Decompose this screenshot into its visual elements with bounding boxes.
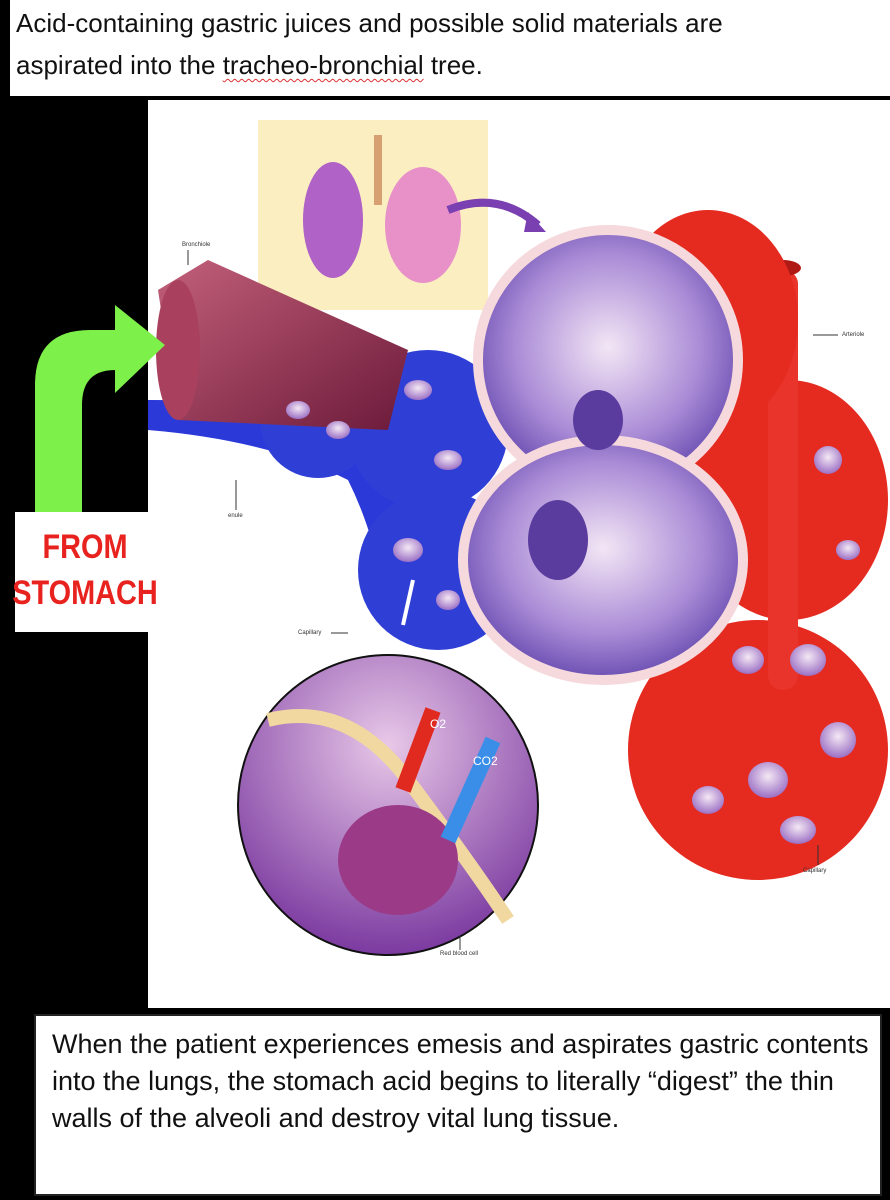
capillary-holes [286,380,860,844]
from-stomach-text: FROM STOMACH [0,524,170,616]
header-text: aspirated into the [16,50,223,80]
footer-text: When the patient experiences emesis and … [52,1029,869,1133]
alveoli-drawing: O2 CO2 [148,120,888,956]
callout-line-2: STOMACH [12,574,158,612]
capillary-network-red [628,620,888,880]
arrowhead-icon [524,212,546,232]
header-caption: Acid-containing gastric juices and possi… [10,0,890,96]
footer-caption: When the patient experiences emesis and … [34,1014,882,1196]
capillary-label-left: Capillary [298,630,322,636]
header-text: tree. [423,50,483,80]
bronchiole-opening [156,280,200,420]
trachea-icon [374,135,382,205]
alveolar-pore [573,390,623,450]
capillary-label-right: Capillary [803,868,827,874]
alveolar-pore [528,500,588,580]
bronchiole-tube [158,260,408,430]
red-blood-cell-label: Red blood cell [440,951,479,957]
bronchiole-label: Bronchiole [182,242,211,248]
right-lung-icon [385,167,461,283]
from-stomach-callout: FROM STOMACH [12,512,158,632]
co2-label: CO2 [473,754,498,768]
magnified-view [237,654,539,956]
spellcheck-word: tracheo-bronchial [222,50,424,80]
alveoli-illustration: O2 CO2 Bronchiole Arteriole enule Capill… [148,100,890,1008]
o2-arrow [395,707,441,793]
green-arrow-icon [35,305,165,513]
red-blood-cell [338,805,458,915]
alveolus-lower [458,435,748,685]
venule-label: enule [228,513,243,519]
header-line-2: aspirated into the tracheo-bronchial tre… [16,44,890,86]
co2-arrow [440,736,501,844]
zoom-arrow [401,579,415,626]
leader-lines [187,250,838,950]
arteriole-label: Arteriole [842,332,865,338]
header-line-1: Acid-containing gastric juices and possi… [16,8,723,38]
left-lung-icon [303,162,363,278]
callout-line-1: FROM [42,528,128,566]
o2-label: O2 [430,717,446,731]
